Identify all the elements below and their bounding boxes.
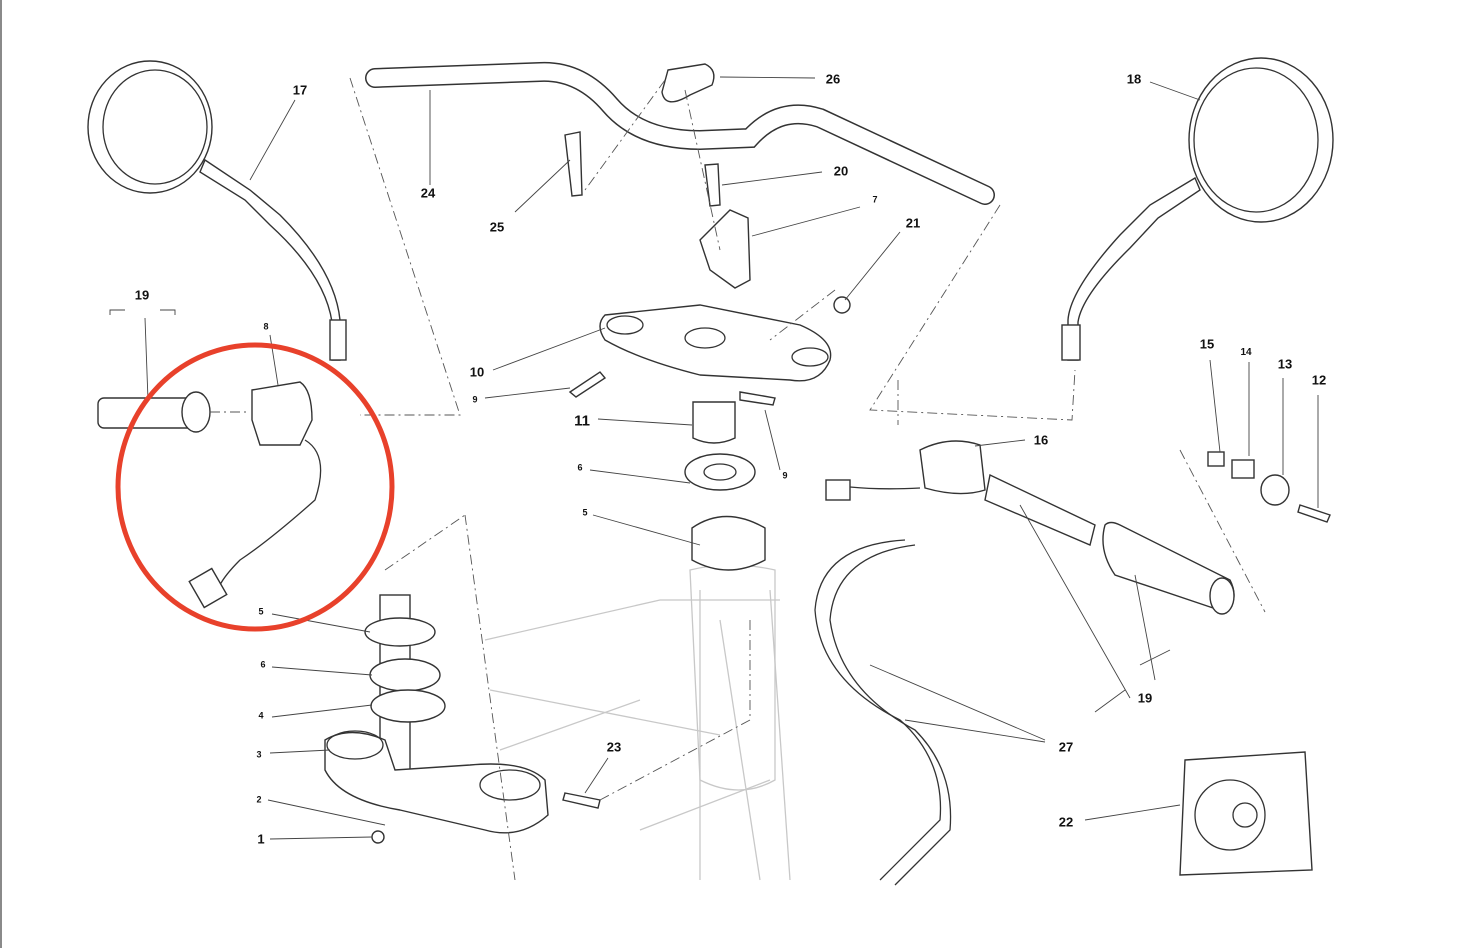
callout-12: 12 (1311, 372, 1327, 388)
callout-6-lower: 6 (260, 659, 266, 670)
callout-27: 27 (1058, 739, 1074, 755)
leader-lines (109, 76, 1319, 840)
bar-end-parts (1207, 451, 1290, 506)
callout-13: 13 (1277, 356, 1293, 372)
right-switch-assembly (825, 440, 986, 501)
callout-3: 3 (256, 749, 262, 760)
callout-8: 8 (263, 321, 269, 332)
callout-4: 4 (258, 710, 264, 721)
callout-20: 20 (833, 163, 849, 179)
callout-26: 26 (825, 71, 841, 87)
callout-21: 21 (905, 215, 921, 231)
callout-14: 14 (1240, 347, 1252, 358)
cables (814, 539, 952, 886)
handlebar (365, 61, 995, 205)
left-mirror (87, 60, 347, 361)
callout-9-right: 9 (782, 470, 788, 481)
frame-outline (484, 564, 791, 881)
callout-5-lower: 5 (258, 606, 264, 617)
callout-2: 2 (256, 794, 262, 805)
assembly-lines (210, 77, 1266, 881)
left-switch-assembly (188, 381, 322, 609)
callout-24: 24 (420, 185, 436, 201)
riser (699, 209, 751, 289)
callout-25: 25 (489, 219, 505, 235)
callout-19-throttle: 19 (1137, 690, 1153, 706)
window-edge (0, 0, 2, 948)
callout-11: 11 (574, 412, 590, 430)
bolts (562, 131, 1331, 809)
throttle-grip (984, 473, 1235, 615)
right-mirror (1061, 57, 1334, 361)
upper-triple-clamp (599, 304, 832, 382)
callout-23: 23 (606, 739, 622, 755)
callout-17: 17 (292, 82, 308, 98)
callout-7: 7 (872, 194, 878, 205)
callout-15: 15 (1199, 336, 1215, 352)
callout-1: 1 (257, 831, 265, 847)
steering-head-parts (684, 401, 766, 571)
callout-18: 18 (1126, 71, 1142, 87)
callout-9-left: 9 (472, 394, 478, 405)
left-grip (97, 391, 211, 433)
highlight-circle (115, 342, 395, 632)
callout-10: 10 (469, 364, 485, 380)
lower-triple-clamp (324, 594, 549, 844)
callout-19-left-grip: 19 (134, 287, 150, 303)
callout-22: 22 (1058, 814, 1074, 830)
callout-5-upper: 5 (582, 507, 588, 518)
callout-6-upper: 6 (577, 462, 583, 473)
callout-16: 16 (1033, 432, 1049, 448)
upper-riser-clamp (661, 63, 715, 103)
horn (1179, 751, 1313, 876)
